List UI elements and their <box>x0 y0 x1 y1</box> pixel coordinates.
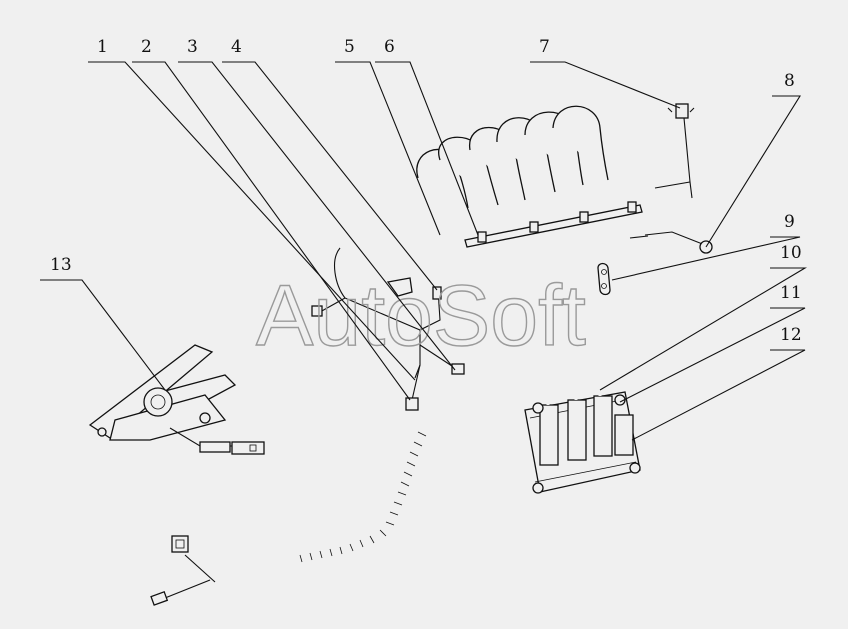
accelerator-pedal <box>88 344 265 455</box>
watermark-text: AutoSoft <box>256 268 586 364</box>
callout-7: 7 <box>539 37 550 57</box>
callout-labels: 1 2 3 4 5 6 7 8 9 10 11 12 13 <box>50 37 802 345</box>
callout-6: 6 <box>384 37 395 57</box>
callout-3: 3 <box>187 37 198 57</box>
callout-12: 12 <box>780 325 802 345</box>
sensor-7-branch <box>654 103 695 199</box>
callout-10: 10 <box>780 243 802 263</box>
callout-11: 11 <box>780 283 802 303</box>
leader-lines <box>40 61 807 441</box>
bracket-9 <box>597 262 611 296</box>
left-sensor-branches <box>311 247 465 411</box>
callout-8: 8 <box>784 71 795 91</box>
callout-2: 2 <box>141 37 152 57</box>
main-harness-trunk <box>150 164 659 606</box>
callout-5: 5 <box>344 37 355 57</box>
relay-box <box>524 368 641 494</box>
callout-9: 9 <box>784 212 795 232</box>
callout-1: 1 <box>97 37 108 57</box>
callout-13: 13 <box>50 255 72 275</box>
callout-4: 4 <box>231 37 242 57</box>
injector-loops <box>416 105 643 248</box>
